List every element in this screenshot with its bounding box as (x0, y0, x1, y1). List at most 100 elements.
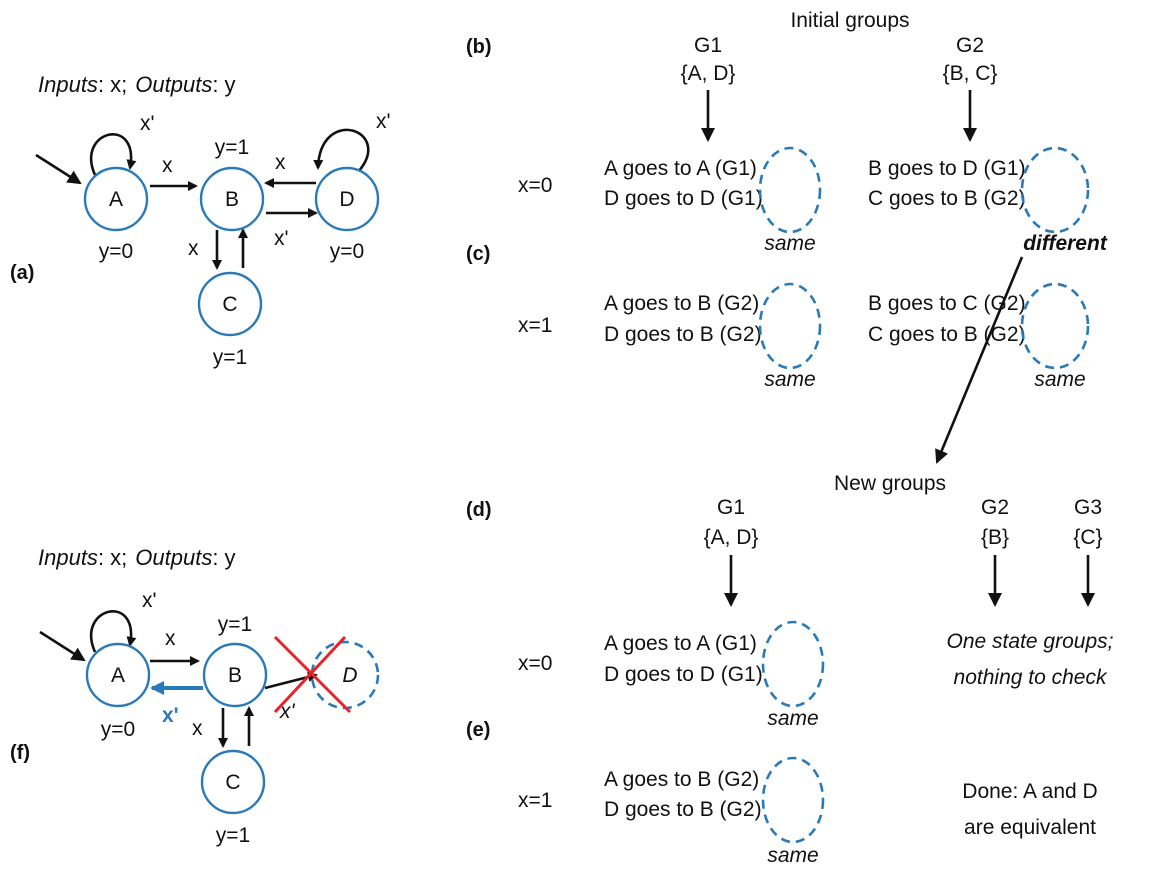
fsm-reduced: (f) Inputs: x; Outputs: y A B C D x' x x'… (10, 545, 380, 847)
highlight-new-g1-x1 (761, 756, 825, 844)
transition-a-x1: A goes to B (G2) (604, 292, 759, 315)
state-a (83, 166, 149, 232)
highlight-g1-x0 (758, 146, 822, 234)
cross-stroke-2 (273, 635, 347, 714)
same-new-g1-x1: same (767, 844, 818, 867)
done-note-line1: Done: A and D (962, 780, 1097, 803)
state-d (314, 166, 380, 232)
initial-groups-section: Initial groups (b) (c) G1 {A, D} G2 {B, … (466, 9, 1108, 464)
new-group-g3-name: G3 (1074, 496, 1102, 519)
edge-label-d-self: x' (376, 110, 391, 133)
new-group-g1-name: G1 (717, 496, 745, 519)
highlight-g1-x1 (758, 282, 822, 370)
x0-label: x=0 (518, 174, 552, 197)
edge-label-a-self: x' (140, 112, 155, 135)
transition-a-x0: A goes to A (G1) (604, 157, 757, 180)
same-g1-x0: same (764, 232, 815, 255)
state-b-label: B (225, 188, 239, 211)
output-d: y=0 (330, 240, 364, 263)
outputs-rest: : y (212, 545, 235, 570)
x1-label: x=1 (518, 789, 552, 812)
transition-c-x0: C goes to B (G2) (868, 187, 1026, 210)
cross-stroke-1 (273, 635, 352, 714)
split-arrow (935, 256, 1024, 464)
inputs-label: Inputs (38, 72, 98, 97)
inputs-label: Inputs (38, 545, 98, 570)
output-a: y=0 (99, 240, 133, 263)
panel-label-c: (c) (466, 243, 490, 265)
single-state-note-line1: One state groups; (947, 630, 1114, 653)
start-arrow (35, 153, 82, 185)
edge-label-a-self: x' (142, 589, 157, 612)
transition-d-x1: D goes to B (G2) (604, 323, 762, 346)
state-b (199, 166, 265, 232)
state-a (85, 642, 151, 708)
transition-c-x1: C goes to B (G2) (868, 323, 1026, 346)
output-b: y=1 (215, 136, 249, 159)
highlight-g2-x0 (1020, 146, 1090, 234)
new-transition-d-x1: D goes to B (G2) (604, 798, 762, 821)
group-g1-members: {A, D} (681, 62, 736, 85)
output-b: y=1 (218, 613, 252, 636)
initial-groups-heading: Initial groups (790, 9, 909, 32)
transition-b-x1: B goes to C (G2) (868, 292, 1026, 315)
same-g2-x1: same (1034, 368, 1085, 391)
edge-label-a-to-b: x (165, 627, 176, 650)
state-b (202, 642, 268, 708)
state-c (197, 271, 263, 337)
state-d-label: D (342, 664, 357, 687)
state-d-label: D (339, 188, 354, 211)
panel-label-a: (a) (10, 262, 34, 284)
x0-label: x=0 (518, 652, 552, 675)
inputs-rest: : x; (98, 72, 127, 97)
inputs-rest: : x; (98, 545, 127, 570)
output-c: y=1 (216, 824, 250, 847)
done-note-line2: are equivalent (964, 816, 1096, 839)
start-arrow (39, 630, 86, 662)
edge-d-self (313, 128, 370, 173)
outputs-rest: : y (212, 72, 235, 97)
same-g1-x1: same (764, 368, 815, 391)
edge-label-d-to-b: x (275, 151, 286, 174)
new-transition-a-x0: A goes to A (G1) (604, 632, 757, 655)
same-new-g1-x0: same (767, 707, 818, 730)
new-group-g2-members: {B} (981, 526, 1009, 549)
new-group-g3-members: {C} (1073, 526, 1102, 549)
x1-label: x=1 (518, 314, 552, 337)
new-groups-heading: New groups (834, 472, 946, 495)
outputs-label: Outputs (135, 545, 212, 570)
fsm-original: (a) Inputs: x;Outputs: y A B C D x' x x … (10, 72, 391, 369)
group-g2-name: G2 (956, 34, 984, 57)
edge-a-self (89, 133, 137, 176)
panel-label-b: (b) (466, 36, 492, 58)
highlight-g2-x1 (1020, 282, 1090, 370)
edge-label-b-to-d: x' (279, 700, 296, 723)
panel-label-f: (f) (10, 742, 30, 764)
group-g2-members: {B, C} (943, 62, 998, 85)
transition-d-x0: D goes to D (G1) (604, 187, 763, 210)
fsm-f-io-line: Inputs: x; Outputs: y (38, 545, 236, 570)
new-transition-d-x0: D goes to D (G1) (604, 663, 763, 686)
output-a: y=0 (101, 718, 135, 741)
state-c (200, 749, 266, 815)
edge-label-b-to-c: x (188, 237, 199, 260)
highlight-new-g1-x0 (761, 620, 825, 708)
new-group-g1-members: {A, D} (704, 526, 759, 549)
new-group-g2-name: G2 (981, 496, 1009, 519)
state-c-label: C (222, 293, 237, 316)
new-groups-section: New groups (d) (e) G1 {A, D} G2 {B} G3 {… (466, 472, 1114, 867)
new-transition-a-x1: A goes to B (G2) (604, 768, 759, 791)
state-b-label: B (228, 664, 242, 687)
state-a-label: A (111, 664, 125, 687)
outputs-label: Outputs (135, 72, 212, 97)
edge-a-self (89, 610, 137, 653)
different-g2-x0: different (1023, 232, 1108, 255)
panel-label-d: (d) (466, 499, 492, 521)
transition-b-x0: B goes to D (G1) (868, 157, 1026, 180)
state-a-label: A (109, 188, 123, 211)
panel-label-e: (e) (466, 719, 490, 741)
edge-label-a-to-b: x (162, 154, 173, 177)
edge-label-b-to-a: x' (162, 704, 179, 727)
state-c-label: C (225, 771, 240, 794)
group-g1-name: G1 (694, 34, 722, 57)
